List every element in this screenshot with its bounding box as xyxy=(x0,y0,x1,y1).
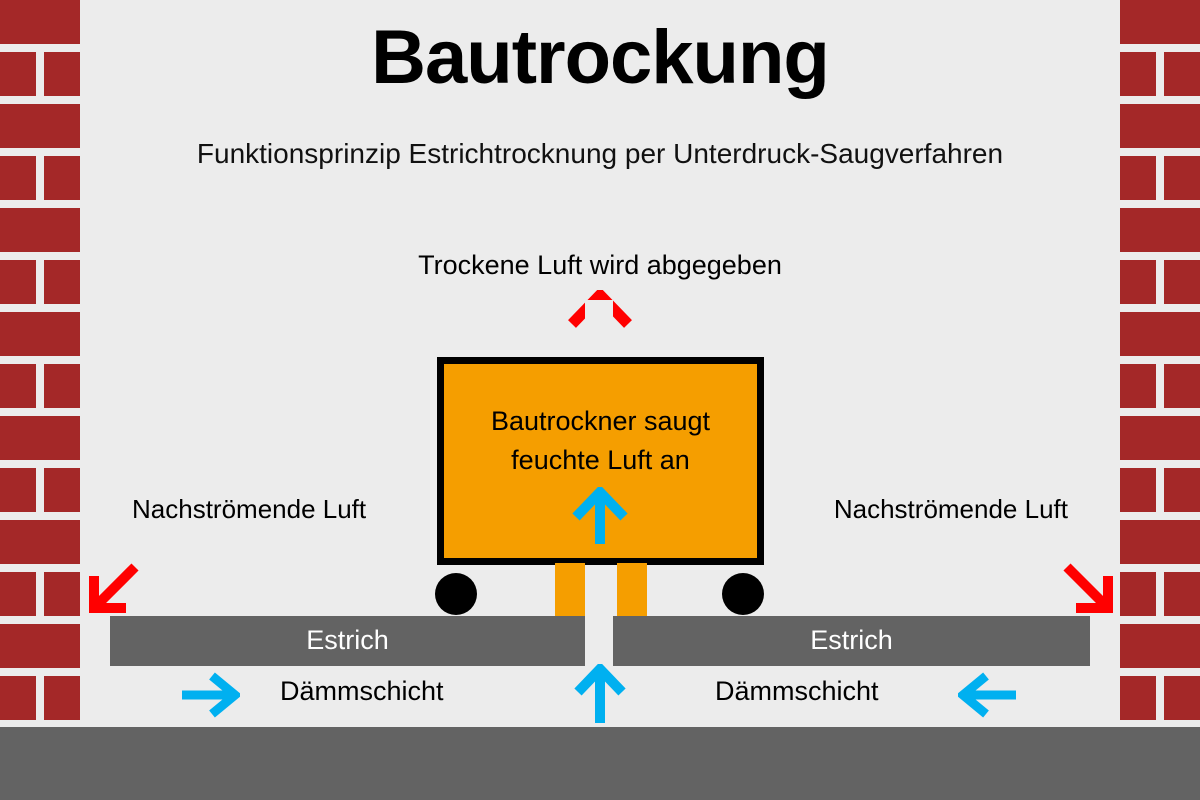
brick xyxy=(44,468,80,512)
brick xyxy=(1120,416,1200,460)
caster-wheel-left xyxy=(435,573,477,615)
brick-row xyxy=(1120,208,1200,260)
brick-row xyxy=(1120,676,1200,728)
brick-row xyxy=(1120,416,1200,468)
arrow-down-right-red-icon xyxy=(1062,562,1114,619)
brick xyxy=(1120,52,1156,96)
brick-wall-right xyxy=(1120,0,1200,800)
hose-connector-right xyxy=(617,563,647,617)
brick xyxy=(1164,676,1200,720)
concrete-slab xyxy=(0,727,1200,800)
brick-row xyxy=(1120,156,1200,208)
brick xyxy=(44,156,80,200)
brick xyxy=(0,104,80,148)
brick xyxy=(0,0,80,44)
brick-row xyxy=(0,676,80,728)
brick xyxy=(0,52,36,96)
inflow-label-left: Nachströmende Luft xyxy=(132,494,367,524)
brick xyxy=(1120,312,1200,356)
brick xyxy=(0,260,36,304)
brick xyxy=(44,52,80,96)
brick xyxy=(1120,624,1200,668)
brick xyxy=(0,468,36,512)
inflow-label-right: Nachströmende Luft xyxy=(833,494,1068,524)
brick xyxy=(0,676,36,720)
brick xyxy=(1120,572,1156,616)
screed-label-left: Estrich xyxy=(306,624,389,655)
brick xyxy=(0,156,36,200)
brick xyxy=(1164,260,1200,304)
screed-label-right: Estrich xyxy=(810,624,893,655)
brick-row xyxy=(0,260,80,312)
screed-layer-right: Estrich xyxy=(613,616,1090,666)
brick xyxy=(1120,364,1156,408)
brick xyxy=(1120,520,1200,564)
hose-connector-left xyxy=(555,563,585,617)
brick-row xyxy=(1120,624,1200,676)
brick-row xyxy=(0,52,80,104)
brick xyxy=(1120,676,1156,720)
brick-row xyxy=(0,0,80,52)
dehumidifier-label-line1: Bautrockner saugt xyxy=(490,406,711,436)
brick xyxy=(1164,52,1200,96)
caster-wheel-right xyxy=(722,573,764,615)
arrow-left-cyan-icon xyxy=(955,672,1020,723)
brick xyxy=(1120,156,1156,200)
brick xyxy=(44,676,80,720)
page-subtitle: Funktionsprinzip Estrichtrocknung per Un… xyxy=(196,138,1004,169)
brick xyxy=(0,572,36,616)
brick xyxy=(0,416,80,460)
brick-row xyxy=(1120,572,1200,624)
page-title: Bautrockung xyxy=(371,15,830,100)
brick-row xyxy=(0,572,80,624)
brick xyxy=(0,312,80,356)
brick-row xyxy=(1120,0,1200,52)
brick-row xyxy=(1120,520,1200,572)
dry-air-output-label: Trockene Luft wird abgegeben xyxy=(418,250,782,280)
brick xyxy=(1120,208,1200,252)
brick-row xyxy=(1120,260,1200,312)
brick xyxy=(1120,104,1200,148)
brick-row xyxy=(1120,468,1200,520)
brick-row xyxy=(0,156,80,208)
brick xyxy=(1164,468,1200,512)
arrow-up-cyan-icon xyxy=(572,484,628,552)
brick-row xyxy=(0,468,80,520)
brick xyxy=(1164,156,1200,200)
brick xyxy=(44,260,80,304)
brick-row xyxy=(0,312,80,364)
brick xyxy=(0,520,80,564)
arrow-right-cyan-icon xyxy=(178,672,243,723)
brick-row xyxy=(0,624,80,676)
brick-row xyxy=(0,364,80,416)
dehumidifier-label-line2: feuchte Luft an xyxy=(511,445,690,476)
brick xyxy=(1164,572,1200,616)
screed-layer-left: Estrich xyxy=(110,616,585,666)
brick-row xyxy=(1120,364,1200,416)
brick-wall-left xyxy=(0,0,80,800)
brick-row xyxy=(0,104,80,156)
dehumidifier-label: Bautrockner saugt feuchte Luft an xyxy=(444,402,757,480)
brick xyxy=(1120,0,1200,44)
brick-row xyxy=(0,208,80,260)
arrow-up-cyan-icon xyxy=(572,661,628,731)
insulation-label-right: Dämmschicht xyxy=(715,676,879,706)
brick xyxy=(0,364,36,408)
arrow-down-left-red-icon xyxy=(88,562,140,619)
brick-row xyxy=(1120,104,1200,156)
brick xyxy=(0,624,80,668)
brick xyxy=(1120,468,1156,512)
brick-row xyxy=(0,520,80,572)
brick xyxy=(1164,364,1200,408)
brick xyxy=(0,208,80,252)
brick xyxy=(44,364,80,408)
brick-row xyxy=(0,416,80,468)
brick-row xyxy=(1120,52,1200,104)
brick-row xyxy=(1120,312,1200,364)
brick xyxy=(44,572,80,616)
insulation-label-left: Dämmschicht xyxy=(280,676,444,706)
brick xyxy=(1120,260,1156,304)
